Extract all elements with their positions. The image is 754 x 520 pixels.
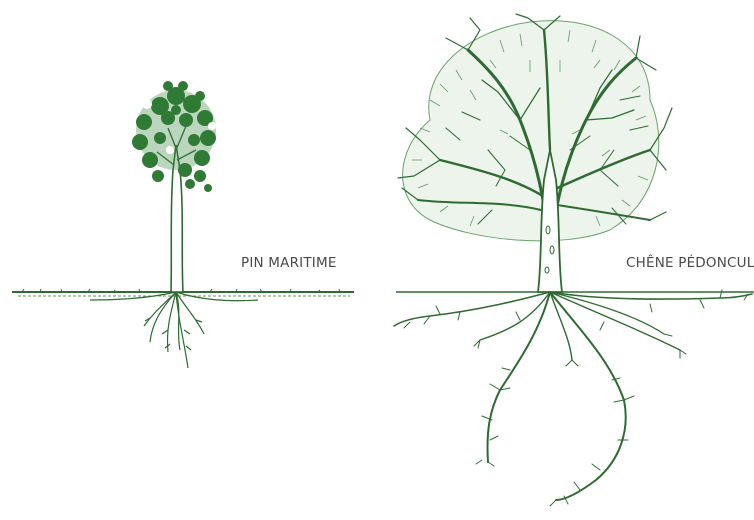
- oak-roots: [394, 290, 752, 506]
- pine-roots: [90, 292, 258, 368]
- oak-label: CHÊNE PÉDONCULÉ: [626, 257, 754, 271]
- pine-label: PIN MARITIME: [241, 257, 337, 271]
- oak-crown: [398, 14, 672, 241]
- maritime-pine-drawing: [12, 81, 354, 368]
